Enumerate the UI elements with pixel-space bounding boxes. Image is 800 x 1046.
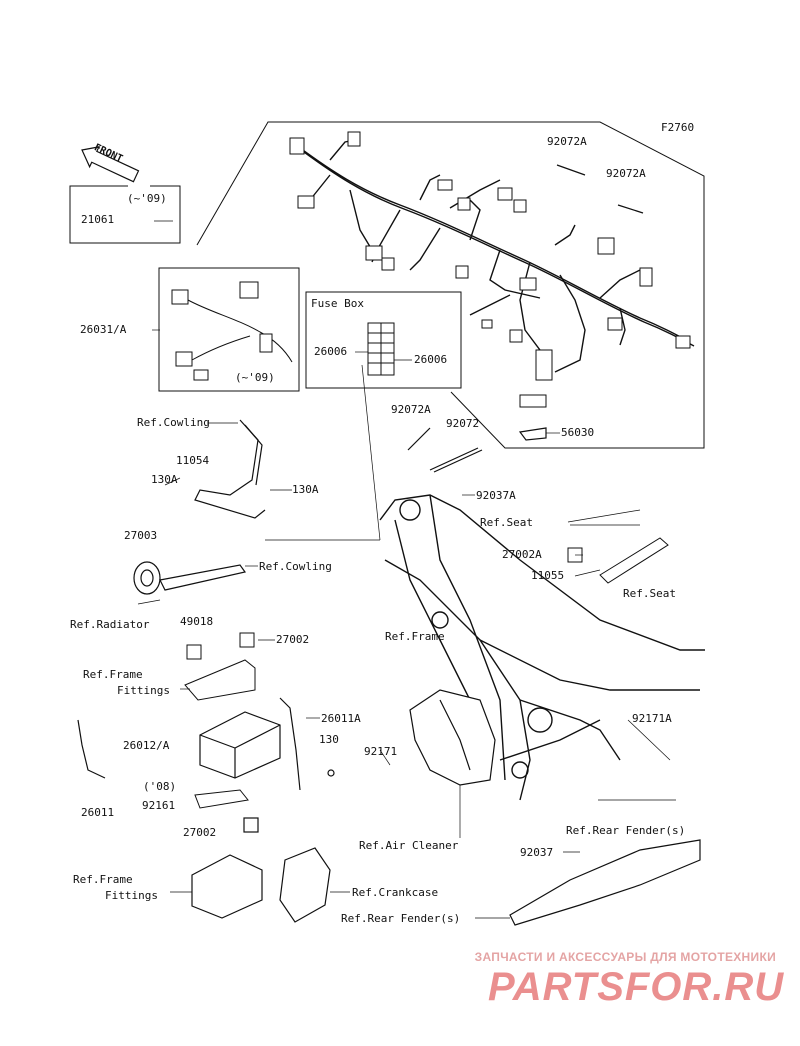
part-92171: 92171 xyxy=(364,745,398,758)
year-note-08: ('08) xyxy=(143,780,177,793)
ref-frame-fittings-lower-l1: Ref.Frame xyxy=(73,873,133,886)
part-92037A: 92037A xyxy=(476,489,516,502)
part-92171A: 92171A xyxy=(632,712,672,725)
ref-seat-lower: Ref.Seat xyxy=(623,587,676,600)
fuse-block xyxy=(367,322,395,376)
part-130: 130 xyxy=(319,733,339,746)
part-26011A: 26011A xyxy=(321,712,361,725)
leader-lines xyxy=(137,220,676,919)
part-26012A: 26012/A xyxy=(123,739,170,752)
battery-pad xyxy=(194,789,249,809)
part-27003: 27003 xyxy=(124,529,158,542)
year-note-09-b: (~'09) xyxy=(235,371,275,384)
ground-cable xyxy=(77,719,106,779)
part-11054: 11054 xyxy=(176,454,210,467)
part-92072A-right: 92072A xyxy=(606,167,646,180)
part-26006-left: 26006 xyxy=(314,345,348,358)
ref-cowling-upper: Ref.Cowling xyxy=(137,416,210,429)
crankcase-bracket xyxy=(279,847,331,923)
part-49018: 49018 xyxy=(180,615,214,628)
year-note-09-a: (~'09) xyxy=(127,192,167,205)
watermark-tagline: ЗАПЧАСТИ И АКСЕССУАРЫ ДЛЯ МОТОТЕХНИКИ xyxy=(474,950,776,964)
fuse-box-title: Fuse Box xyxy=(311,297,364,310)
air-cleaner xyxy=(409,689,496,786)
part-21061: 21061 xyxy=(81,213,115,226)
figure-code: F2760 xyxy=(661,121,695,134)
part-56030: 56030 xyxy=(561,426,595,439)
part-92072A-top: 92072A xyxy=(547,135,587,148)
ref-frame-fittings-lower-l2: Fittings xyxy=(105,889,158,902)
horn xyxy=(133,561,247,595)
ref-seat-upper: Ref.Seat xyxy=(480,516,533,529)
ref-rear-fender-lower: Ref.Rear Fender(s) xyxy=(341,912,461,925)
sub-harness-box xyxy=(158,267,300,392)
battery xyxy=(199,711,281,779)
part-92072A-mid: 92072A xyxy=(391,403,431,416)
main-frame xyxy=(379,494,705,801)
harness-clips xyxy=(407,164,644,473)
part-92161: 92161 xyxy=(142,799,176,812)
ref-rear-fender-upper: Ref.Rear Fender(s) xyxy=(566,824,686,837)
relay-bracket xyxy=(184,632,256,701)
ref-air-cleaner: Ref.Air Cleaner xyxy=(359,839,459,852)
ref-frame-fittings-upper-l2: Fittings xyxy=(117,684,170,697)
part-27002-upper: 27002 xyxy=(276,633,310,646)
part-130A-right: 130A xyxy=(292,483,319,496)
part-92037: 92037 xyxy=(520,846,554,859)
ref-frame-fittings-upper-l1: Ref.Frame xyxy=(83,668,143,681)
part-26006-right: 26006 xyxy=(414,353,448,366)
seat-bracket xyxy=(567,537,669,584)
part-26011: 26011 xyxy=(81,806,115,819)
part-27002-lower: 27002 xyxy=(183,826,217,839)
bracket-11054 xyxy=(194,419,266,519)
wire-harness xyxy=(299,139,695,373)
rear-fender xyxy=(509,839,701,926)
sub-harness-parts xyxy=(171,281,293,381)
ref-cowling-lower: Ref.Cowling xyxy=(259,560,332,573)
harness-callout-box xyxy=(196,121,705,449)
fuse-box-frame xyxy=(305,291,462,389)
front-arrow-icon xyxy=(81,146,140,183)
part-130A-left: 130A xyxy=(151,473,178,486)
part-11055: 11055 xyxy=(531,569,565,582)
part-27002A: 27002A xyxy=(502,548,542,561)
harness-connectors xyxy=(289,131,691,408)
ref-crankcase: Ref.Crankcase xyxy=(352,886,439,899)
connector-callout-box xyxy=(69,185,181,244)
battery-cable xyxy=(279,697,335,791)
part-92072: 92072 xyxy=(446,417,480,430)
ref-radiator: Ref.Radiator xyxy=(70,618,150,631)
part-26031A: 26031/A xyxy=(80,323,127,336)
watermark-logo: PARTSFOR.RU xyxy=(488,965,785,1009)
ref-frame: Ref.Frame xyxy=(385,630,445,643)
battery-case xyxy=(191,817,263,919)
